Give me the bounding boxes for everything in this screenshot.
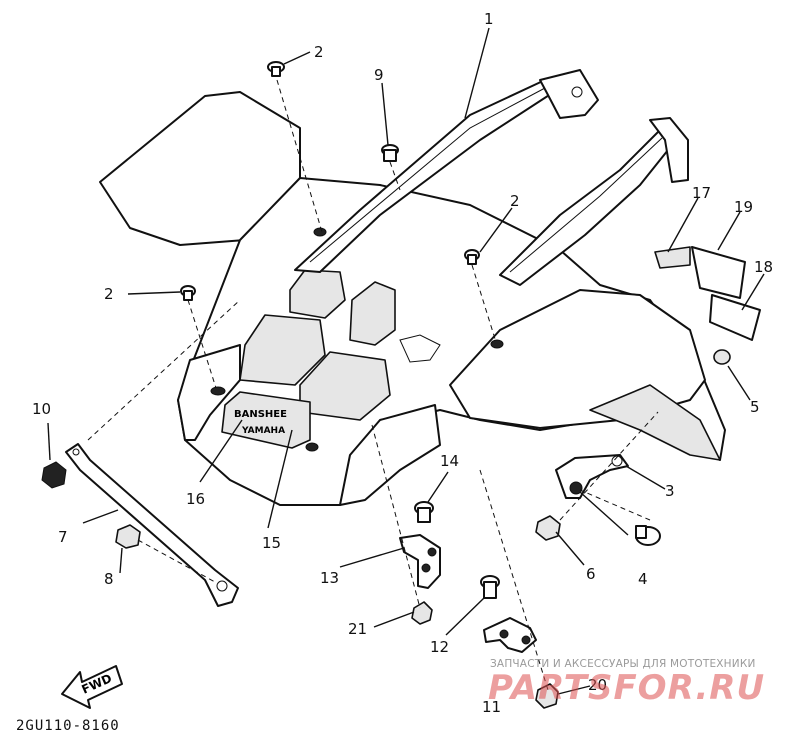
rear-fender: BANSHEE YAMAHA <box>99 69 761 506</box>
callout-11: 11 <box>482 698 501 716</box>
callout-7: 7 <box>58 528 68 546</box>
callout-4: 4 <box>638 570 648 588</box>
callout-17: 17 <box>692 184 711 202</box>
callout-14: 14 <box>440 452 459 470</box>
callout-9: 9 <box>374 66 384 84</box>
callout-2-mid: 2 <box>510 192 520 210</box>
callout-10: 10 <box>32 400 51 418</box>
fasteners <box>41 61 731 709</box>
callout-2-top: 2 <box>314 43 324 61</box>
fwd-arrow-icon: FWD <box>61 665 123 709</box>
callout-16: 16 <box>186 490 205 508</box>
decal-yamaha-text: YAMAHA <box>241 426 285 436</box>
callout-13: 13 <box>320 569 339 587</box>
callout-5: 5 <box>750 398 760 416</box>
callout-18: 18 <box>754 258 773 276</box>
callout-12: 12 <box>430 638 449 656</box>
callout-6: 6 <box>586 565 596 583</box>
watermark-tagline: ЗАПЧАСТИ И АКСЕССУАРЫ ДЛЯ МОТОТЕХНИКИ <box>490 658 756 670</box>
callout-8: 8 <box>104 570 114 588</box>
callout-2-left: 2 <box>104 285 114 303</box>
leader-lines <box>47 27 765 695</box>
callout-numbers: 1 2 2 2 3 4 5 6 7 8 9 10 11 12 13 14 15 … <box>32 10 773 716</box>
callout-3: 3 <box>665 482 675 500</box>
watermark-brand: PARTSFOR.RU <box>488 668 766 708</box>
assembly-lines <box>87 79 659 691</box>
callout-21: 21 <box>348 620 367 638</box>
diagram-code: 2GU110-8160 <box>16 718 120 734</box>
callout-20: 20 <box>588 676 607 694</box>
callout-19: 19 <box>734 198 753 216</box>
decal-banshee-text: BANSHEE <box>234 409 287 420</box>
callout-15: 15 <box>262 534 281 552</box>
callout-1: 1 <box>484 10 494 28</box>
